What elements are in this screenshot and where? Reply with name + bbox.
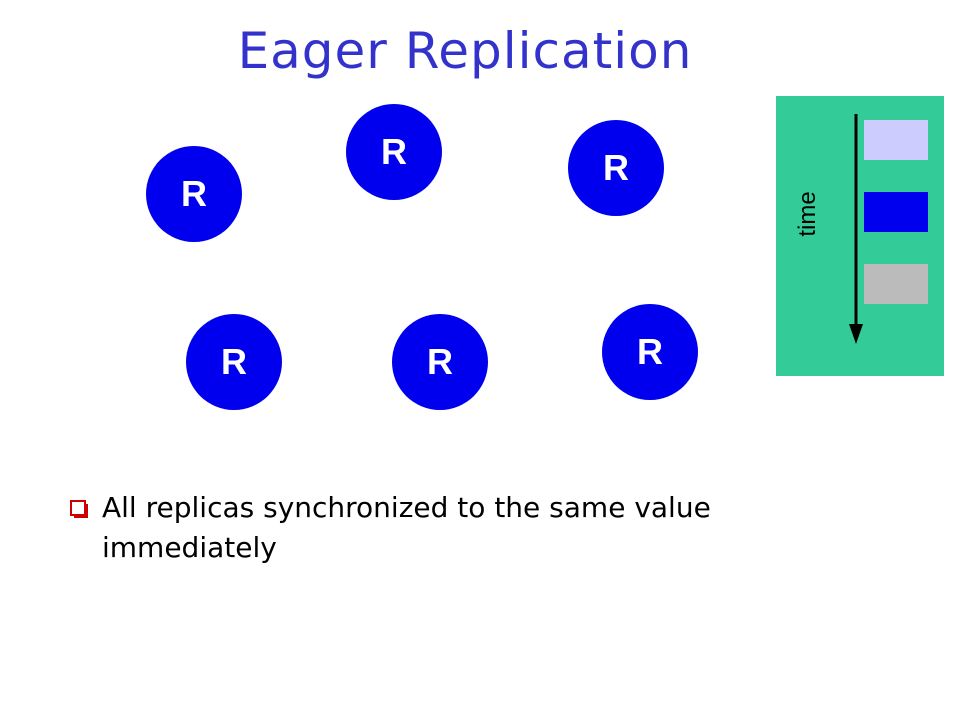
replica-node: R xyxy=(186,314,282,410)
timeline-block-3 xyxy=(864,264,928,304)
timeline-block-2 xyxy=(864,192,928,232)
replica-node: R xyxy=(602,304,698,400)
replica-node: R xyxy=(146,146,242,242)
replica-node: R xyxy=(346,104,442,200)
bullet-square-icon xyxy=(70,500,88,518)
replica-node: R xyxy=(392,314,488,410)
replica-node: R xyxy=(568,120,664,216)
time-axis-label: time xyxy=(794,191,821,237)
bullet-text: All replicas synchronized to the same va… xyxy=(102,491,711,564)
timeline-block-1 xyxy=(864,120,928,160)
slide-title: Eager Replication xyxy=(237,22,693,80)
time-arrow-icon xyxy=(849,114,863,344)
